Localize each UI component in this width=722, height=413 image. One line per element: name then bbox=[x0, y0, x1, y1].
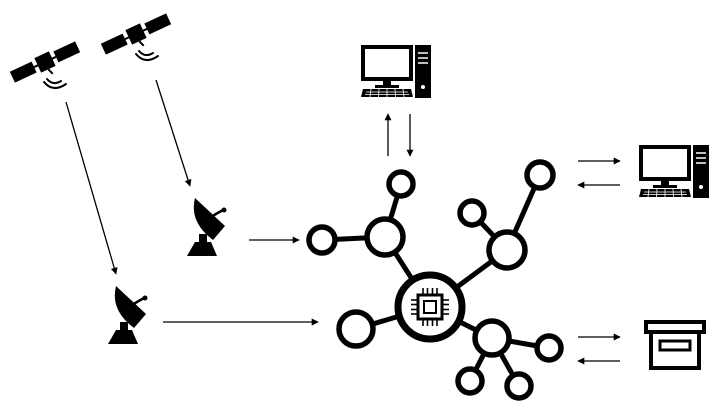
signal-waves-icon bbox=[43, 78, 67, 89]
graph-node bbox=[336, 309, 376, 349]
graph-node bbox=[455, 366, 485, 396]
graph-node bbox=[364, 216, 406, 258]
desktop-computer-icon bbox=[639, 145, 709, 198]
graph-node bbox=[534, 333, 564, 363]
graph-node bbox=[386, 169, 416, 199]
arrow-satellite2-to-antenna1 bbox=[155, 79, 192, 187]
graph-node bbox=[486, 229, 528, 271]
connection-arrows bbox=[65, 79, 621, 365]
satellite-icon bbox=[100, 13, 172, 55]
arrow-satellite1-to-antenna2 bbox=[65, 101, 118, 275]
graph-node bbox=[472, 318, 512, 358]
archive-box-icon bbox=[644, 320, 706, 370]
signal-waves-icon bbox=[135, 50, 159, 61]
satellite-dish-icon bbox=[187, 198, 227, 256]
network-graph bbox=[306, 159, 564, 401]
graph-node bbox=[524, 159, 556, 191]
graph-node bbox=[457, 198, 487, 228]
satellite-icon bbox=[9, 41, 81, 83]
processor-chip-icon bbox=[411, 288, 449, 326]
satellite-dish-icon bbox=[108, 286, 148, 344]
desktop-computer-icon bbox=[361, 45, 431, 98]
graph-node bbox=[504, 371, 534, 401]
graph-node bbox=[306, 224, 338, 256]
